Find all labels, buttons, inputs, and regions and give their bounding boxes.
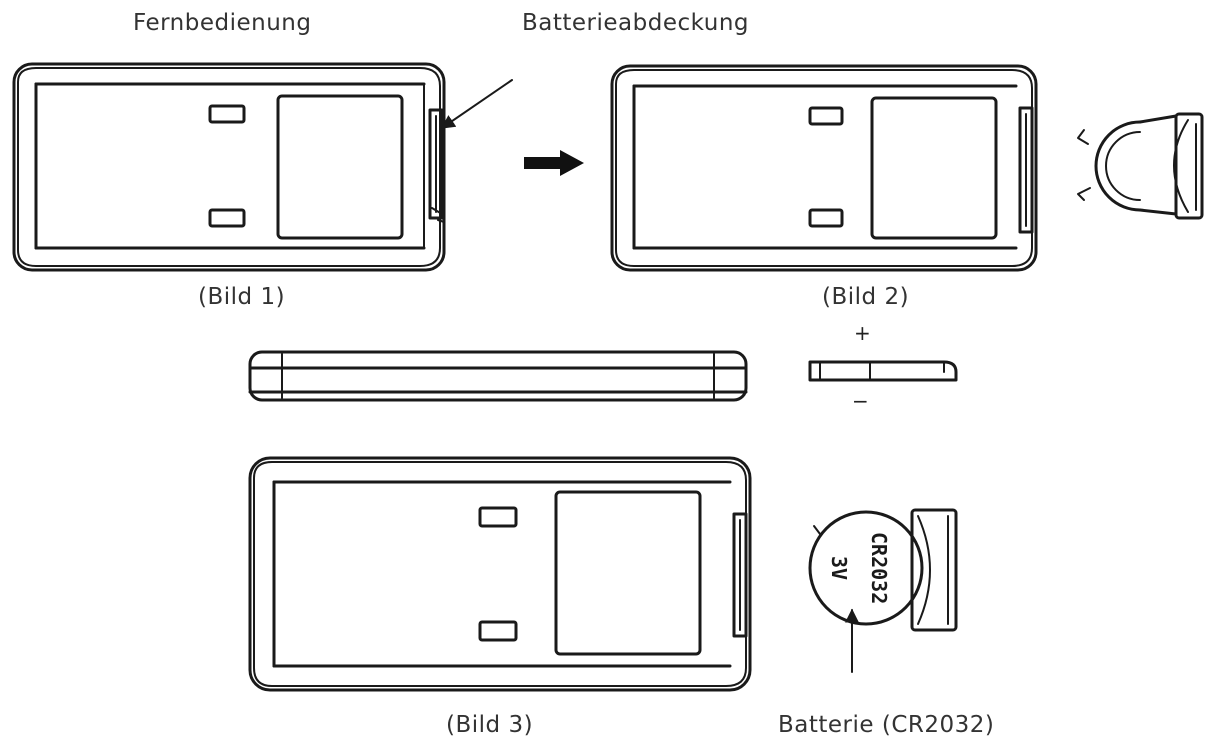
battery-in-holder: CR2032 3V bbox=[808, 508, 958, 673]
figure-3-caption: (Bild 3) bbox=[446, 712, 534, 738]
remote-slot-top bbox=[208, 104, 246, 124]
battery-voltage-text: 3V bbox=[827, 556, 851, 580]
coin-cell-battery bbox=[808, 510, 924, 626]
remote-figure-3 bbox=[248, 456, 752, 692]
battery-label: Batterie (CR2032) bbox=[778, 712, 995, 738]
remote-side-view bbox=[248, 350, 748, 402]
remote-figure-1 bbox=[12, 62, 513, 272]
battery-model-text: CR2032 bbox=[867, 532, 891, 604]
battery-side-view: + − bbox=[808, 321, 958, 413]
remote-slot-bottom bbox=[208, 208, 246, 228]
figure-1-caption: (Bild 1) bbox=[198, 284, 286, 310]
remote-display-window bbox=[276, 94, 404, 240]
battery-cover-closed bbox=[428, 108, 444, 220]
remote-figure-2 bbox=[610, 64, 1038, 272]
minus-terminal-label: − bbox=[852, 389, 869, 413]
figure-2-caption: (Bild 2) bbox=[822, 284, 910, 310]
battery-cover-label: Batterieabdeckung bbox=[522, 10, 750, 36]
plus-terminal-label: + bbox=[854, 321, 871, 345]
remote-label: Fernbedienung bbox=[133, 10, 312, 36]
pointer-arrow-cover bbox=[440, 79, 513, 129]
right-arrow-icon bbox=[524, 150, 584, 176]
battery-cover-removed bbox=[1077, 112, 1204, 220]
